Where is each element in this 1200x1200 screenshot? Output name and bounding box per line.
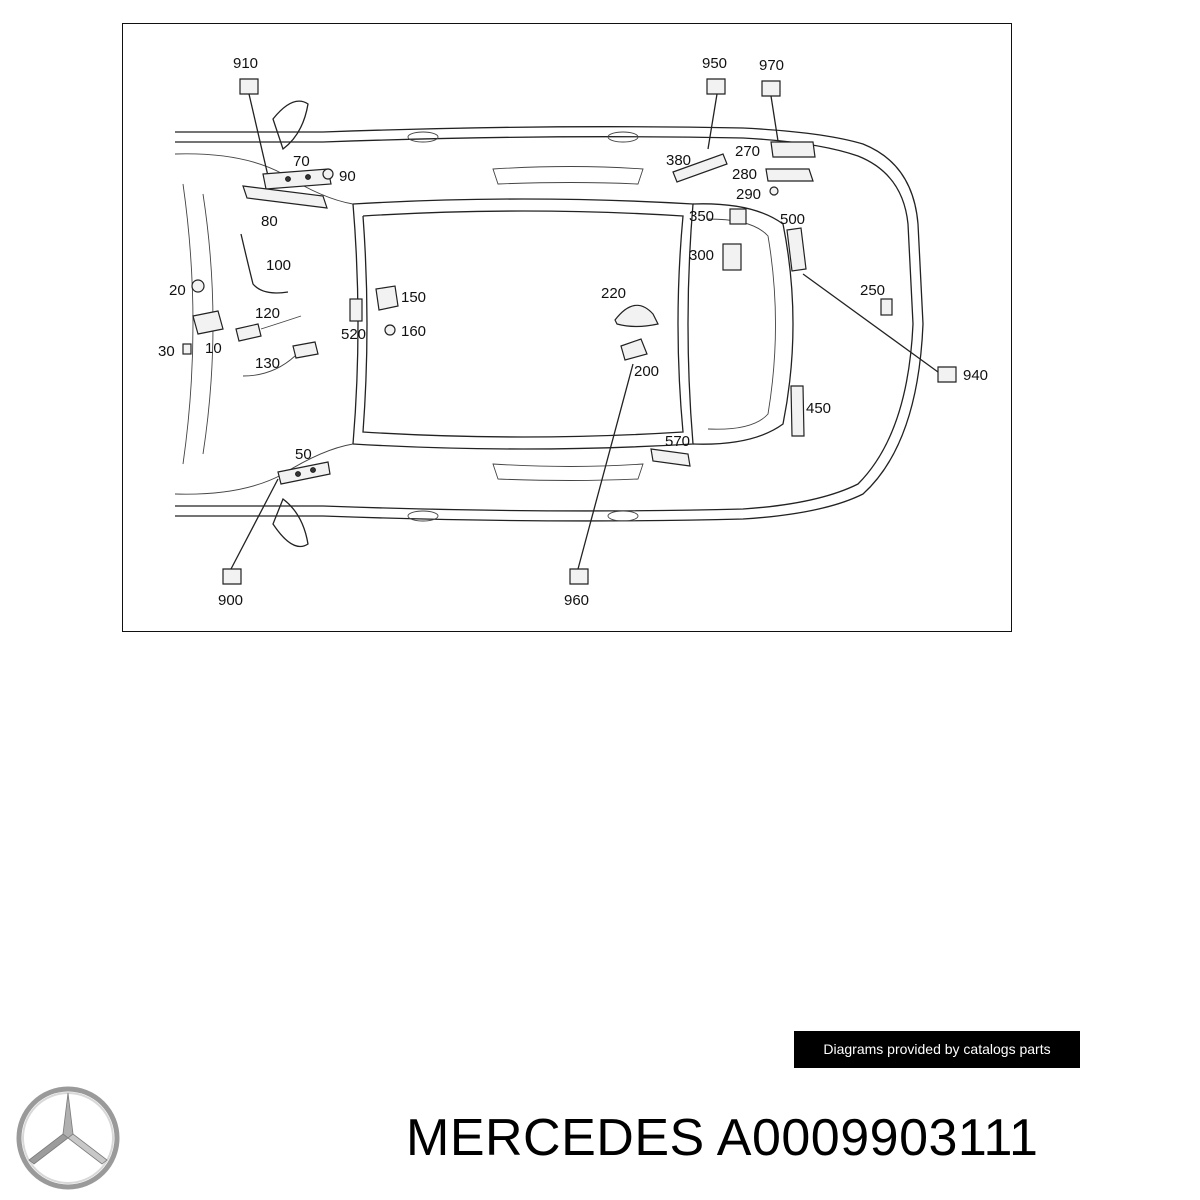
part-290: 290 [736,186,779,203]
svg-text:160: 160 [401,323,426,340]
part-20: 20 [169,279,205,299]
svg-text:970: 970 [759,57,784,74]
svg-text:500: 500 [780,211,805,228]
part-380: 380 [666,152,728,183]
svg-text:270: 270 [735,143,760,160]
svg-text:450: 450 [806,400,831,417]
svg-text:200: 200 [634,363,659,380]
part-250: 250 [860,282,893,316]
svg-text:380: 380 [666,152,691,169]
part-270: 270 [735,141,816,160]
part-160: 160 [384,323,426,340]
part-70: 70 [262,153,332,190]
svg-text:70: 70 [293,153,310,170]
part-350: 350 [689,208,747,225]
callout-910: 910 [233,55,269,177]
svg-text:520: 520 [341,326,366,343]
part-280: 280 [732,166,814,183]
part-500: 500 [780,211,807,272]
part-10: 10 [192,310,224,357]
svg-text:220: 220 [601,285,626,302]
svg-text:50: 50 [295,446,312,463]
callout-950: 950 [702,55,727,150]
part-90: 90 [322,168,356,185]
part-number-title: MERCEDES A0009903111 [406,1109,1039,1167]
svg-text:950: 950 [702,55,727,72]
part-130: 130 [242,341,319,377]
svg-text:570: 570 [665,433,690,450]
svg-text:10: 10 [205,340,222,357]
mercedes-star-icon [16,1086,120,1190]
svg-text:940: 940 [963,367,988,384]
part-150: 150 [375,285,426,311]
svg-text:300: 300 [689,247,714,264]
svg-text:960: 960 [564,592,589,609]
svg-text:150: 150 [401,289,426,306]
part-80: 80 [242,185,328,230]
part-300: 300 [689,243,742,271]
part-520: 520 [341,298,366,343]
part-50: 50 [277,446,331,485]
svg-text:120: 120 [255,305,280,322]
parts-diagram: 910 950 970 900 960 940 70 90 80 [122,23,1012,632]
svg-text:290: 290 [736,186,761,203]
part-200: 200 [620,338,659,380]
svg-text:280: 280 [732,166,757,183]
svg-text:130: 130 [255,355,280,372]
credit-banner: Diagrams provided by catalogs parts [794,1031,1080,1068]
callout-940: 940 [802,273,988,384]
callout-970: 970 [759,57,784,142]
car-roof-diagram: 910 950 970 900 960 940 70 90 80 [158,55,988,609]
part-100: 100 [240,233,291,294]
svg-text:80: 80 [261,213,278,230]
part-120: 120 [235,305,302,342]
svg-text:100: 100 [266,257,291,274]
svg-text:90: 90 [339,168,356,185]
svg-text:910: 910 [233,55,258,72]
part-450: 450 [790,385,831,437]
svg-text:900: 900 [218,592,243,609]
svg-text:250: 250 [860,282,885,299]
svg-text:20: 20 [169,282,186,299]
callout-960: 960 [564,363,634,609]
car-outline [174,100,924,548]
part-220: 220 [601,285,659,328]
part-30: 30 [158,343,192,360]
part-570: 570 [650,433,691,467]
callout-900: 900 [218,478,279,609]
svg-text:30: 30 [158,343,175,360]
svg-text:350: 350 [689,208,714,225]
